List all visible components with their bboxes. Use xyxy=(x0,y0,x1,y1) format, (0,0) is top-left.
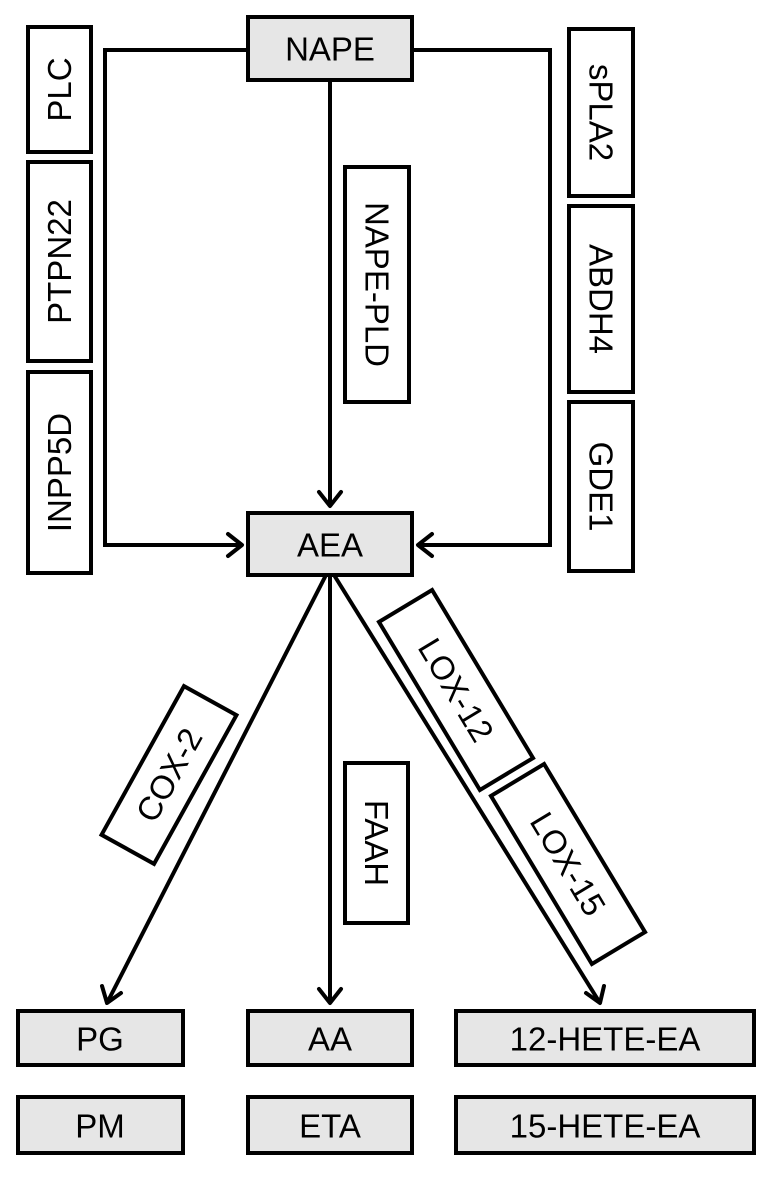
enzyme-cox2: COX-2 xyxy=(98,683,240,867)
enzyme-gde1-label: GDE1 xyxy=(583,442,620,532)
enzyme-nape-pld: NAPE-PLD xyxy=(343,165,411,404)
node-aa-label: AA xyxy=(308,1021,352,1058)
enzyme-plc-label: PLC xyxy=(41,57,78,121)
enzyme-inpp5d-label: INPP5D xyxy=(41,413,78,532)
enzyme-inpp5d: INPP5D xyxy=(26,370,93,575)
arrowhead-aa xyxy=(317,987,343,1005)
node-pm: PM xyxy=(16,1095,185,1155)
enzyme-lox12: LOX-12 xyxy=(376,587,536,793)
enzyme-plc: PLC xyxy=(26,25,93,154)
edge-nape-aea-right xyxy=(412,48,552,547)
node-aea: AEA xyxy=(246,511,414,577)
enzyme-spla2: sPLA2 xyxy=(567,27,635,198)
enzyme-gde1: GDE1 xyxy=(567,400,635,573)
node-aa: AA xyxy=(246,1009,414,1067)
edge-nape-aea-left xyxy=(103,48,248,547)
node-nape: NAPE xyxy=(246,15,414,82)
edge-aea-hete12 xyxy=(332,573,602,1005)
node-pg: PG xyxy=(16,1009,185,1067)
enzyme-abdh4: ABDH4 xyxy=(567,204,635,394)
node-12-hete-ea-label: 12-HETE-EA xyxy=(510,1021,701,1058)
enzyme-abdh4-label: ABDH4 xyxy=(583,244,620,354)
node-eta-label: ETA xyxy=(299,1108,361,1145)
arrowhead-aea-center xyxy=(317,490,343,508)
node-pg-label: PG xyxy=(76,1021,124,1058)
arrowhead-hete12 xyxy=(584,984,606,1005)
arrowhead-pg xyxy=(100,984,123,1005)
node-pm-label: PM xyxy=(75,1108,125,1145)
edge-aea-pg xyxy=(105,574,328,1004)
enzyme-spla2-label: sPLA2 xyxy=(583,64,620,161)
node-eta: ETA xyxy=(246,1095,414,1155)
node-aea-label: AEA xyxy=(297,527,363,564)
arrowhead-aea-left xyxy=(226,532,244,558)
node-15-hete-ea: 15-HETE-EA xyxy=(454,1095,756,1155)
enzyme-nape-pld-label: NAPE-PLD xyxy=(359,202,396,367)
arrowhead-aea-right xyxy=(416,532,434,558)
node-12-hete-ea: 12-HETE-EA xyxy=(454,1009,756,1067)
node-15-hete-ea-label: 15-HETE-EA xyxy=(510,1108,701,1145)
node-nape-label: NAPE xyxy=(285,31,375,68)
enzyme-ptpn22: PTPN22 xyxy=(26,160,93,363)
enzyme-faah-label: FAAH xyxy=(358,800,395,886)
enzyme-ptpn22-label: PTPN22 xyxy=(41,199,78,324)
enzyme-faah: FAAH xyxy=(343,761,410,925)
